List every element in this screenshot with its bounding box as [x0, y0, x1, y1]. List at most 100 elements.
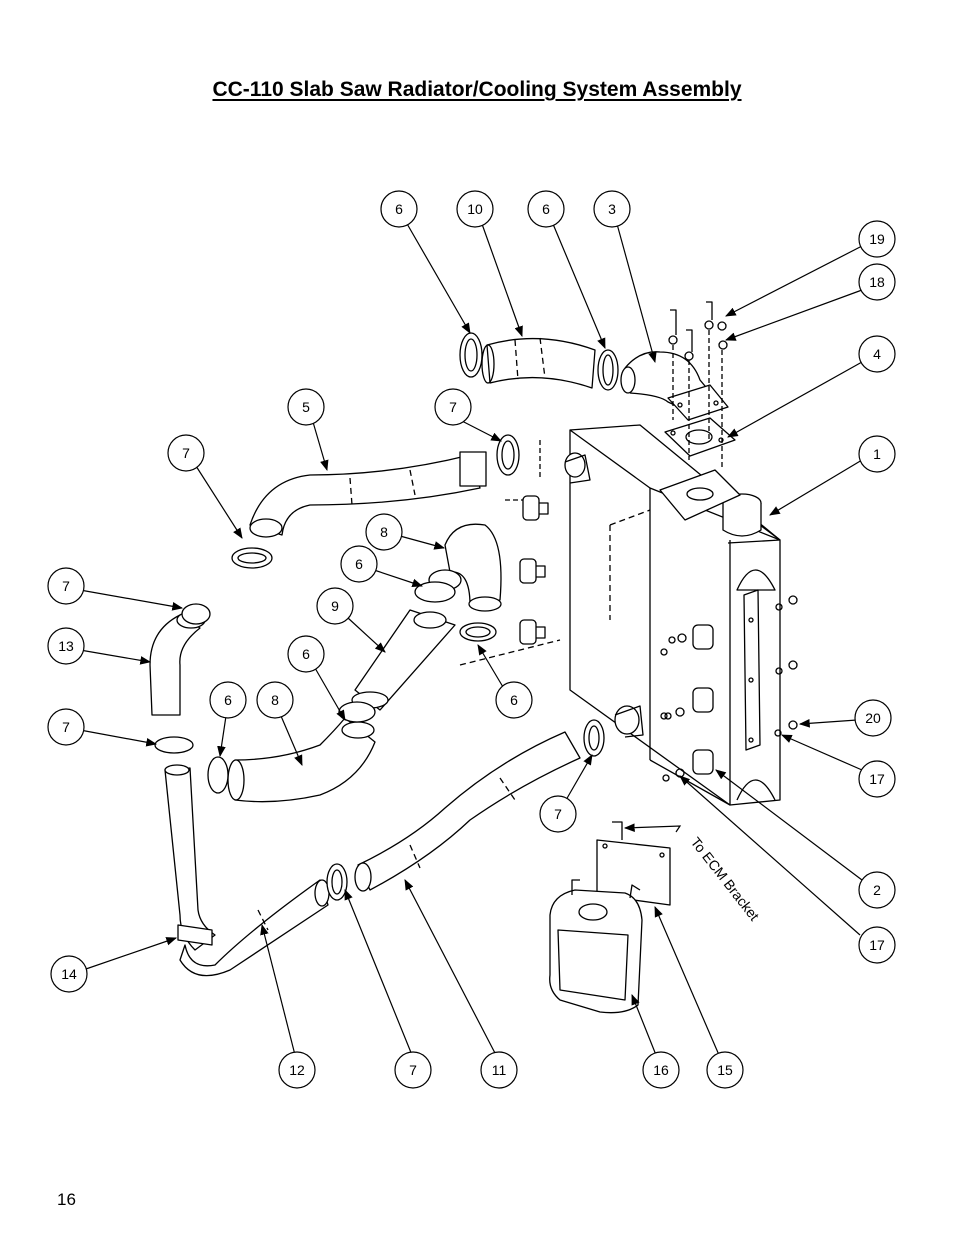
hose-clamp-11: [583, 719, 605, 757]
callout-6f: 6: [209, 681, 247, 719]
svg-text:20: 20: [865, 710, 881, 726]
leader-4: [727, 361, 863, 438]
rubber-mount-left-2: [519, 558, 546, 584]
callout-3: 3: [593, 190, 631, 228]
hose-clamp-upper-left: [459, 332, 483, 378]
leader-15: [654, 906, 720, 1056]
callout-13: 13: [47, 627, 85, 665]
svg-text:6: 6: [355, 556, 363, 572]
lower-hose-11: [354, 731, 581, 892]
svg-text:7: 7: [62, 719, 70, 735]
rubber-mount-left-3: [519, 619, 546, 645]
svg-text:19: 19: [869, 231, 885, 247]
leader-13: [79, 649, 152, 665]
callout-6c: 6: [340, 545, 378, 583]
callout-9: 9: [316, 587, 354, 625]
leader-6d: [314, 667, 346, 721]
callout-17b: 17: [858, 926, 896, 964]
leader-17a: [781, 734, 863, 771]
svg-text:11: 11: [492, 1062, 507, 1078]
svg-text:9: 9: [331, 598, 339, 614]
svg-text:6: 6: [302, 646, 310, 662]
svg-text:7: 7: [409, 1062, 417, 1078]
leader-7e: [565, 754, 593, 801]
callout-8b: 8: [256, 681, 294, 719]
svg-text:7: 7: [554, 806, 562, 822]
hose-elbow-lower: [227, 717, 376, 803]
svg-text:8: 8: [380, 524, 388, 540]
svg-text:7: 7: [449, 399, 457, 415]
callout-19: 19: [858, 220, 896, 258]
callout-7b: 7: [434, 388, 472, 426]
leader-6b: [552, 223, 606, 349]
callout-7e: 7: [539, 795, 577, 833]
leader-1: [769, 459, 863, 516]
lower-hose-12: [179, 879, 330, 977]
svg-text:15: 15: [717, 1062, 733, 1078]
svg-text:6: 6: [395, 201, 403, 217]
svg-text:17: 17: [869, 771, 885, 787]
callout-12: 12: [278, 1051, 316, 1089]
hose-clamp-8-left: [207, 756, 229, 794]
callout-7d: 7: [47, 708, 85, 746]
leader-20: [798, 719, 858, 728]
callout-15: 15: [706, 1051, 744, 1089]
bolt-set: [668, 301, 728, 470]
leader-11: [404, 879, 497, 1056]
hose-elbow-13: [149, 611, 206, 716]
radiator: [459, 424, 781, 806]
leader-3: [616, 223, 657, 364]
hose-clamp-upper-right: [597, 349, 619, 391]
page-number: 16: [57, 1190, 76, 1209]
coolant-tube-14: [164, 764, 216, 951]
svg-text:14: 14: [61, 966, 77, 982]
svg-text:6: 6: [510, 692, 518, 708]
callout-6d: 6: [287, 635, 325, 673]
nut-washer-set: [660, 595, 798, 737]
svg-text:7: 7: [62, 578, 70, 594]
callout-8a: 8: [365, 513, 403, 551]
thermostat-elbow: [620, 351, 729, 421]
hose-upper-middle: [249, 451, 487, 538]
leader-6c: [373, 569, 424, 588]
hose-clamp-5-right: [496, 434, 520, 476]
overflow-tank: [549, 879, 643, 1014]
callout-5: 5: [287, 388, 325, 426]
svg-text:2: 2: [873, 882, 881, 898]
rubber-mount-left-1: [522, 495, 549, 521]
leader-10: [481, 223, 523, 338]
page-title: CC-110 Slab Saw Radiator/Cooling System …: [0, 78, 954, 102]
rubber-mount-right-3: [662, 749, 714, 782]
leader-18: [724, 289, 863, 341]
svg-text:12: 12: [289, 1062, 305, 1078]
svg-text:7: 7: [182, 445, 190, 461]
callout-20: 20: [854, 699, 892, 737]
hose-clamp-12: [326, 863, 348, 901]
hose-clamp-6: [459, 622, 497, 642]
callout-7a: 7: [167, 434, 205, 472]
svg-text:17: 17: [869, 937, 885, 953]
callout-6a: 6: [380, 190, 418, 228]
leader-16: [631, 993, 657, 1056]
callout-10: 10: [456, 190, 494, 228]
rubber-mount-right-1: [668, 624, 714, 650]
hose-clamp-5-left: [231, 547, 273, 569]
svg-text:18: 18: [869, 274, 885, 290]
leader-12: [260, 923, 296, 1056]
coolant-pipe: [351, 609, 456, 711]
leader-8b: [280, 715, 303, 766]
leader-9: [347, 617, 386, 653]
callout-17a: 17: [858, 760, 896, 798]
rubber-mount-right-2: [664, 687, 714, 720]
leader-2: [715, 769, 863, 881]
callout-1: 1: [858, 435, 896, 473]
leader-17b: [679, 775, 861, 936]
leader-14: [82, 937, 178, 971]
hose-clamp-9-top: [414, 581, 456, 603]
leader-7d: [79, 729, 158, 747]
svg-text:6: 6: [224, 692, 232, 708]
leader-8a: [399, 535, 446, 550]
leader-7f: [344, 888, 413, 1056]
callout-14: 14: [50, 955, 88, 993]
leader-7a: [195, 465, 243, 539]
